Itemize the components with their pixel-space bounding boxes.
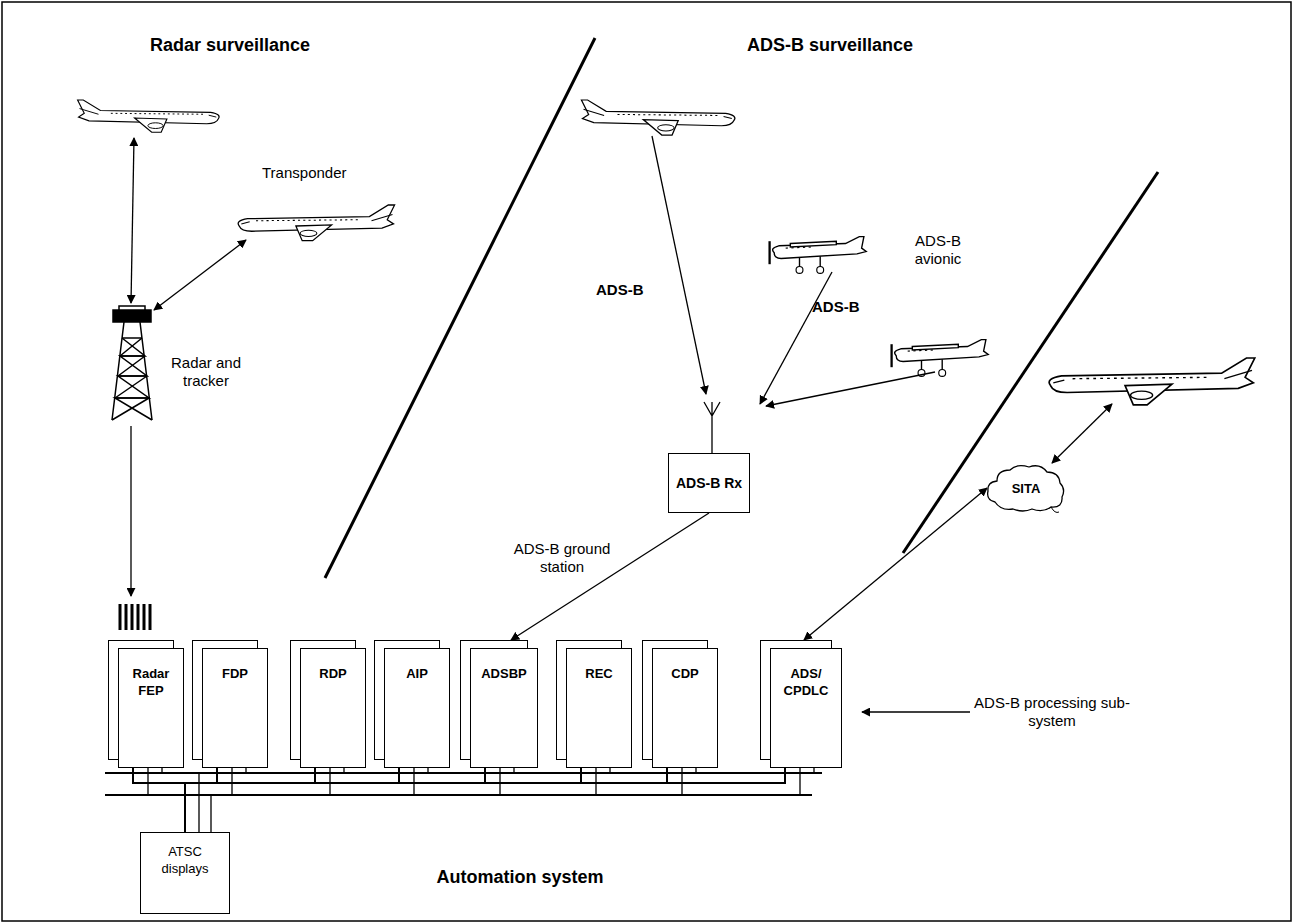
aircraft-icon [581,100,734,135]
box-label: FDP [206,665,264,682]
bus-connector [185,768,667,832]
box-label: REC [570,665,628,682]
arrow-connector [511,513,709,640]
antenna-symbol [704,402,720,453]
processor-box: ADSBP [470,648,538,768]
radar-feed-bars [120,604,150,630]
aircraft-icon [78,100,220,132]
radar-feed-arrow [130,426,131,596]
bus-connector [185,768,217,832]
annotation: Transponder [262,164,372,182]
bus-connector [185,768,399,832]
section-heading: ADS-B surveillance [730,36,930,54]
aircraft-icon [238,205,394,241]
bus-connector [133,768,185,832]
divider-line [903,172,1158,553]
box-label: ADS/ CPDLC [774,665,838,699]
callout-arrow [862,711,970,712]
bus-connector [185,768,785,832]
display-box: ATSC displays [140,832,230,914]
aircraft-icon [1049,358,1255,405]
network-cloud: SITA [985,462,1067,514]
processor-box: Radar FEP [118,648,184,768]
box-label: Radar FEP [122,665,180,699]
box-label: AIP [388,665,446,682]
processor-box: ADS/ CPDLC [770,648,842,768]
box-label: RDP [304,665,362,682]
light-aircraft-icon [892,340,989,377]
link-label: ADS-B [596,281,656,299]
box-label: CDP [656,665,714,682]
data-bus [105,768,822,832]
ads-b-broadcast [766,372,935,406]
box-label: ADSBP [474,665,534,682]
link-label: ADS-B [812,298,872,316]
divider-line [325,38,595,578]
annotation: ADS-B processing sub-system [972,694,1132,730]
annotation: ADS-B ground station [492,540,632,576]
bus-connector [185,768,485,832]
radar-tower [112,306,152,420]
section-heading: Radar surveillance [130,36,330,54]
bus-connector [185,768,581,832]
bus-connector [185,768,315,832]
radar-link [154,240,246,310]
annotation: Radar and tracker [160,354,252,390]
receiver-box: ADS-B Rx [668,453,750,513]
processor-box: RDP [300,648,366,768]
processor-box: REC [566,648,632,768]
section-heading: Automation system [410,868,630,886]
box-label: ADS-B Rx [676,475,742,492]
ads-b-broadcast [760,272,832,404]
light-aircraft-icon [770,237,867,274]
ads-b-broadcast [652,136,706,394]
radar-link [131,138,134,303]
processor-box: AIP [384,648,450,768]
arrow-connector [804,488,987,640]
annotation: ADS-B avionic [898,232,978,268]
box-label: SITA [1012,481,1041,496]
processor-box: FDP [202,648,268,768]
box-label: ATSC displays [144,843,226,877]
datalink-arrow [1052,404,1112,463]
processor-box: CDP [652,648,718,768]
